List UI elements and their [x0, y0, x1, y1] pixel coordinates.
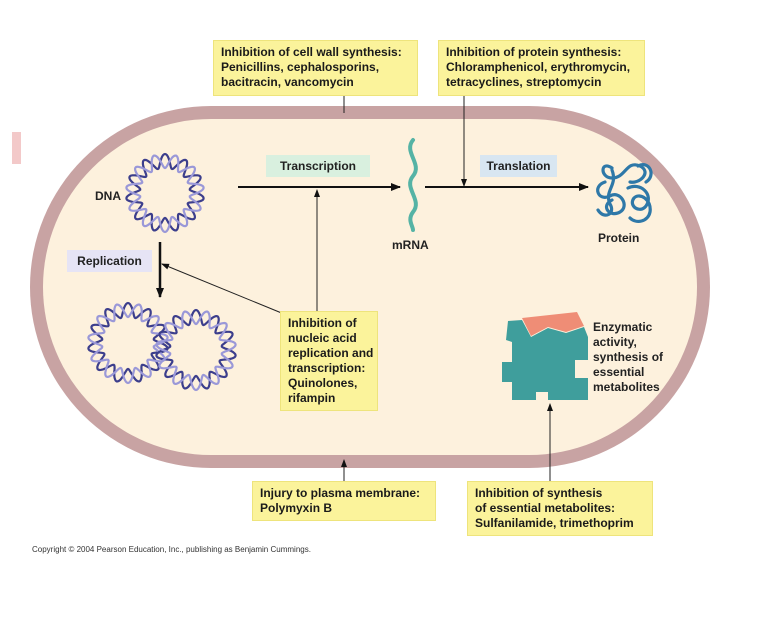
protein-label: Protein [598, 231, 640, 245]
translation-label: Translation [486, 159, 551, 173]
mrna-label: mRNA [392, 238, 429, 252]
transcription-label: Transcription [279, 159, 356, 173]
transcription-tag [266, 155, 370, 177]
translation-tag [480, 155, 557, 177]
slide-edge-mark [12, 132, 21, 164]
substrate-shape [522, 312, 584, 336]
protein-synthesis-inhibition-box: Inhibition of protein synthesis: Chloram… [438, 40, 645, 96]
cell-wall-inhibition-box: Inhibition of cell wall synthesis: Penic… [213, 40, 418, 96]
copyright-notice: Copyright © 2004 Pearson Education, Inc.… [32, 545, 311, 554]
metabolite-synthesis-inhibition-box: Inhibition of synthesis of essential met… [467, 481, 653, 536]
dna-circle-icon [125, 152, 205, 234]
mrna-icon [408, 138, 418, 232]
replication-pointer [161, 263, 285, 315]
dna-strand [125, 154, 205, 234]
dna-label: DNA [95, 189, 121, 203]
dna-replicated-left-icon [87, 301, 169, 385]
nucleic-acid-inhibition-box: Inhibition of nucleic acid replication a… [280, 311, 378, 411]
enzymatic-activity-label: Enzymatic activity, synthesis of essenti… [593, 320, 664, 394]
plasma-membrane-injury-box: Injury to plasma membrane: Polymyxin B [252, 481, 436, 521]
dna-strand [155, 310, 237, 392]
protein-icon [596, 163, 653, 223]
dna-strand [87, 303, 169, 385]
dna-replicated-right-icon [155, 308, 237, 392]
enzyme-shape [502, 320, 588, 400]
replication-label: Replication [77, 254, 142, 268]
replication-tag [67, 250, 152, 272]
